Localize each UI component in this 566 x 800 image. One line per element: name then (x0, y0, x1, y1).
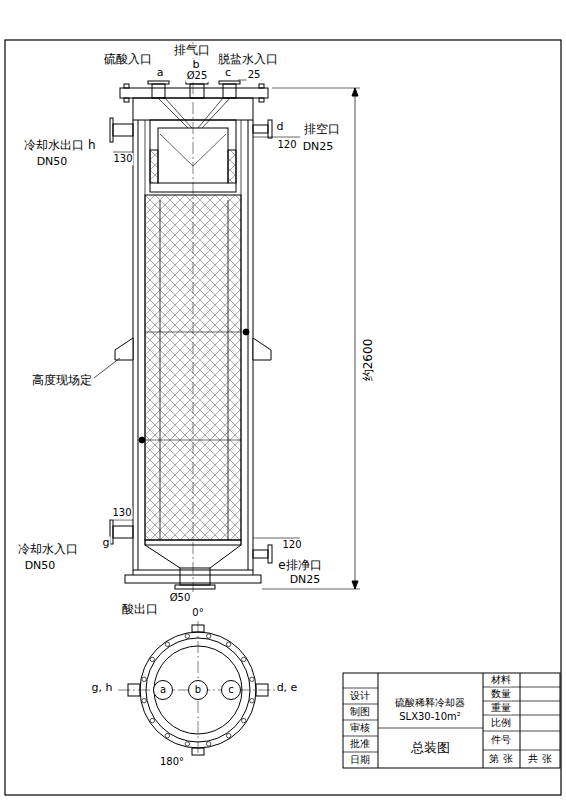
drawing-label: e排净口 (277, 559, 322, 573)
title-block-cell: 批准 (349, 738, 371, 750)
drawing-label: 120 (276, 139, 297, 151)
bolt-hole (242, 718, 246, 722)
drawing-label: Ø25 (186, 70, 209, 82)
drawing-label: 冷却水入口 (17, 543, 79, 557)
bolt-hole (226, 734, 230, 738)
bolt-hole (207, 634, 211, 638)
drawing-label: d (276, 121, 285, 134)
bolt-hole (142, 699, 146, 703)
title-block-cell: 件号 (490, 734, 512, 746)
drawing-label: DN50 (36, 156, 69, 169)
drawing-label: 高度现场定 (31, 374, 93, 388)
drawing-label: 130 (111, 507, 132, 519)
bolt-hole (185, 634, 189, 638)
drawing-label: DN25 (289, 574, 322, 587)
nozzle-mark: c (228, 685, 234, 695)
drawing-label: 酸出口 (121, 603, 159, 617)
bolt-hole (207, 742, 211, 746)
nozzle-circle: c (221, 680, 241, 700)
title-block-cell: 第 张 (488, 753, 513, 765)
nozzle-circle: a (153, 680, 173, 700)
title-block-cell: 审核 (349, 722, 371, 734)
drawing-label: 130 (112, 153, 133, 165)
title-block-cell: 数量 (490, 688, 512, 700)
title-block-cell: SLX30-10m² (398, 711, 462, 723)
bolt-hole (250, 677, 254, 681)
drawing-label: 25 (247, 69, 262, 81)
drawing-label: DN25 (302, 141, 335, 154)
title-block-cell: 重量 (490, 702, 512, 714)
title-block-cell: 设计 (349, 690, 371, 702)
nozzle-circle: b (188, 680, 208, 700)
drawing-label: 约2600 (362, 338, 376, 383)
bolt-hole (150, 718, 154, 722)
bolt-hole (185, 742, 189, 746)
drawing-label: c (224, 67, 232, 80)
drawing-label: d, e (276, 682, 299, 695)
drawing-label: 180° (159, 756, 185, 768)
drawing-label: DN50 (24, 560, 57, 573)
drawing-label: 冷却水出口 h (23, 139, 96, 153)
bolt-hole (142, 677, 146, 681)
bolt-hole (226, 642, 230, 646)
drawing-label: a (156, 67, 165, 80)
drawing-label: 0° (191, 607, 204, 619)
drawing-label: 硫酸入口 (103, 53, 153, 67)
bolt-hole (150, 657, 154, 661)
drawing-label: g (102, 537, 111, 550)
nozzle-mark: a (160, 685, 166, 695)
drawing-label: g, h (91, 682, 114, 695)
drawing-label: 120 (281, 539, 302, 551)
bolt-hole (250, 699, 254, 703)
title-block-cell: 总装图 (410, 741, 451, 756)
bolt-hole (242, 657, 246, 661)
title-block-cell: 日期 (349, 754, 371, 766)
title-block-cell: 共 张 (527, 753, 552, 765)
drawing-label: 排空口 (303, 123, 341, 137)
title-block-cell: 硫酸稀释冷却器 (394, 697, 466, 709)
title-block-cell: 材料 (490, 674, 512, 686)
drawing-label: 排气口 (173, 44, 211, 58)
nozzle-mark: b (195, 685, 201, 695)
bolt-hole (165, 642, 169, 646)
title-block-cell: 制图 (349, 706, 371, 718)
drawing-label: 脱盐水入口 (217, 53, 279, 67)
drawing-label: Ø50 (169, 592, 192, 604)
bolt-hole (165, 734, 169, 738)
title-block-cell: 比例 (490, 717, 512, 729)
